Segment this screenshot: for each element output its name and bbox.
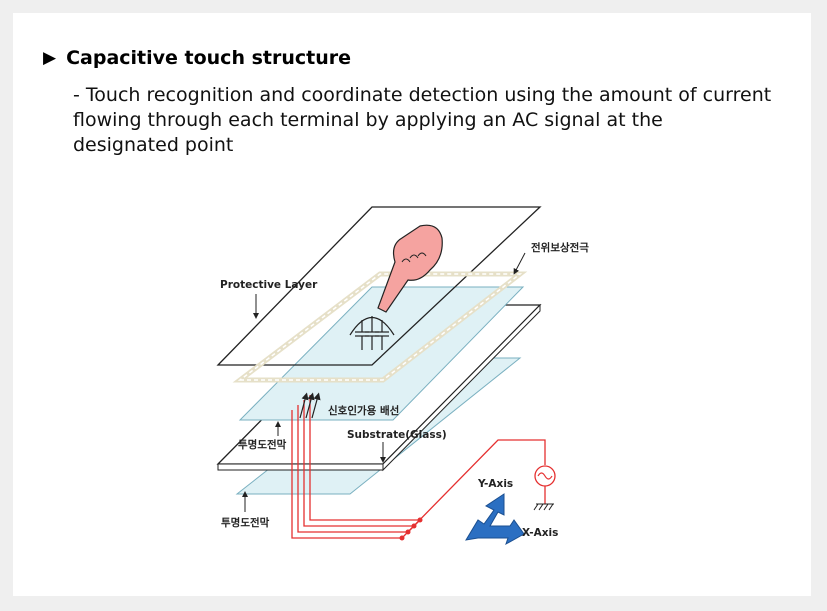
label-y-axis: Y-Axis xyxy=(477,478,513,490)
label-transparent-film-bottom: 투명도전막 xyxy=(221,516,270,529)
substrate-glass-edge xyxy=(217,463,384,471)
xy-axis-arrow-icon xyxy=(465,493,525,546)
wire-arrows-icon xyxy=(299,392,321,419)
label-transparent-film-top: 투명도전막 xyxy=(238,438,287,451)
label-protective-layer: Protective Layer xyxy=(220,279,318,291)
label-signal-wiring: 신호인가용 배선 xyxy=(328,404,399,417)
slide: ▶ Capacitive touch structure - Touch rec… xyxy=(13,13,811,596)
signal-wires xyxy=(291,395,546,539)
ground-icon xyxy=(533,503,554,511)
protective-layer xyxy=(216,206,542,366)
top-transparent-film xyxy=(238,286,525,421)
finger-touch-icon xyxy=(377,224,443,313)
ac-source-icon xyxy=(534,465,556,504)
section-description: - Touch recognition and coordinate detec… xyxy=(73,84,772,156)
label-pointers xyxy=(242,252,526,512)
section-heading: ▶ Capacitive touch structure xyxy=(43,47,351,69)
substrate-glass-side xyxy=(382,303,541,472)
capacitor-icon xyxy=(349,316,395,350)
label-compensation-electrode: 전위보상전극 xyxy=(531,241,589,254)
label-substrate: Substrate(Glass) xyxy=(347,429,447,441)
section-title: Capacitive touch structure xyxy=(66,47,352,69)
wire-nodes xyxy=(399,517,423,541)
compensation-electrode-frame-inner xyxy=(237,273,523,381)
label-x-axis: X-Axis xyxy=(522,527,558,539)
right-triangle-icon: ▶ xyxy=(43,47,57,68)
